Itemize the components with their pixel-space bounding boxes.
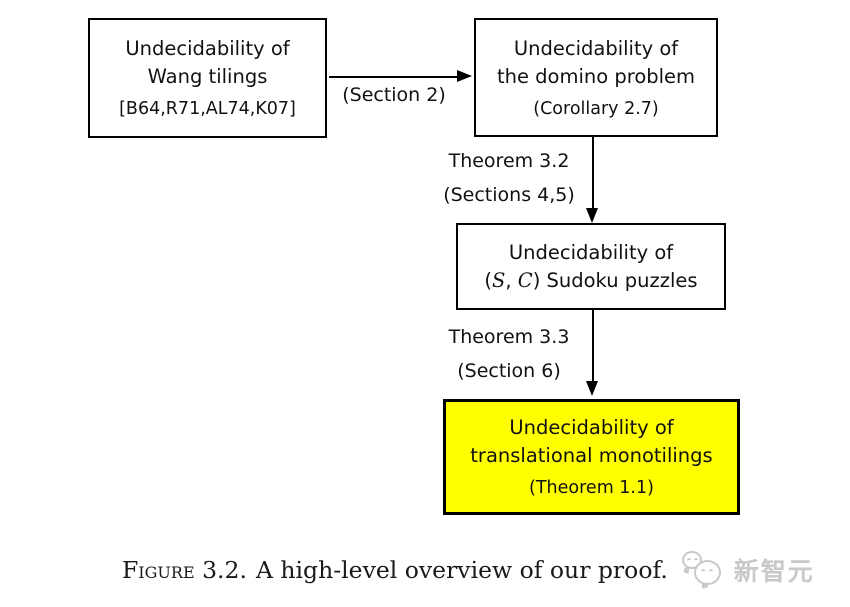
box-translational-monotilings: Undecidability of translational monotili… xyxy=(443,399,740,515)
edge-label-section2: (Section 2) xyxy=(342,84,446,106)
edge-label-theorem32: Theorem 3.2 (Sections 4,5) xyxy=(436,150,582,206)
box-mono-ref: (Theorem 1.1) xyxy=(529,478,654,498)
edge-label-theorem33-line1: Theorem 3.3 xyxy=(448,326,570,348)
edge-label-theorem32-line1: Theorem 3.2 xyxy=(448,150,570,172)
arrow-down-head-icon xyxy=(586,381,598,396)
chat-bubble-big xyxy=(693,560,721,585)
arrow-wang-to-domino-line xyxy=(329,76,458,78)
box-domino-ref: (Corollary 2.7) xyxy=(533,98,659,119)
script-c: C xyxy=(517,268,533,292)
figure-caption-row: Figure 3.2. A high-level overview of our … xyxy=(122,549,815,591)
box-domino-line1: Undecidability of xyxy=(513,36,679,60)
arrow-down-head-icon xyxy=(586,208,598,223)
box-mono-line2: translational monotilings xyxy=(470,444,713,467)
figure-caption-text: A high-level overview of our proof. xyxy=(255,556,668,584)
edge-label-theorem33-line2: (Section 6) xyxy=(457,360,561,382)
chat-bubble-small-tail xyxy=(683,567,690,574)
edge-label-theorem33: Theorem 3.3 (Section 6) xyxy=(436,326,582,382)
edge-label-theorem32-line2: (Sections 4,5) xyxy=(443,184,575,206)
box-wang-tilings: Undecidability of Wang tilings [B64,R71,… xyxy=(88,18,327,138)
box-sudoku-line1: Undecidability of xyxy=(508,240,674,264)
box-wang-line1: Undecidability of xyxy=(125,37,290,60)
comma: , xyxy=(505,268,518,292)
watermark: 新智元 xyxy=(680,549,815,591)
box-wang-line2: Wang tilings xyxy=(147,65,268,88)
figure-caption: Figure 3.2. A high-level overview of our … xyxy=(122,556,668,584)
script-s: S xyxy=(492,268,506,292)
chat-bubble-big-tail xyxy=(701,582,708,589)
sudoku-line2-rest: ) Sudoku puzzles xyxy=(532,268,698,292)
arrow-right-head-icon xyxy=(457,70,472,82)
box-domino-line2: the domino problem xyxy=(496,64,696,88)
watermark-text: 新智元 xyxy=(733,557,815,586)
box-domino-problem: Undecidability of the domino problem (Co… xyxy=(474,18,718,137)
arrow-sudoku-to-monotilings-line xyxy=(592,310,594,382)
figure-caption-label: Figure 3.2. xyxy=(122,556,247,584)
chat-bubbles-icon xyxy=(680,549,728,591)
box-sudoku-line2: (S, C) Sudoku puzzles xyxy=(484,267,697,295)
arrow-domino-to-sudoku-line xyxy=(592,137,594,209)
box-wang-citations: [B64,R71,AL74,K07] xyxy=(119,99,296,119)
paren-open: ( xyxy=(484,268,493,292)
box-sudoku-puzzles: Undecidability of (S, C) Sudoku puzzles xyxy=(456,223,726,310)
box-mono-line1: Undecidability of xyxy=(509,416,674,439)
